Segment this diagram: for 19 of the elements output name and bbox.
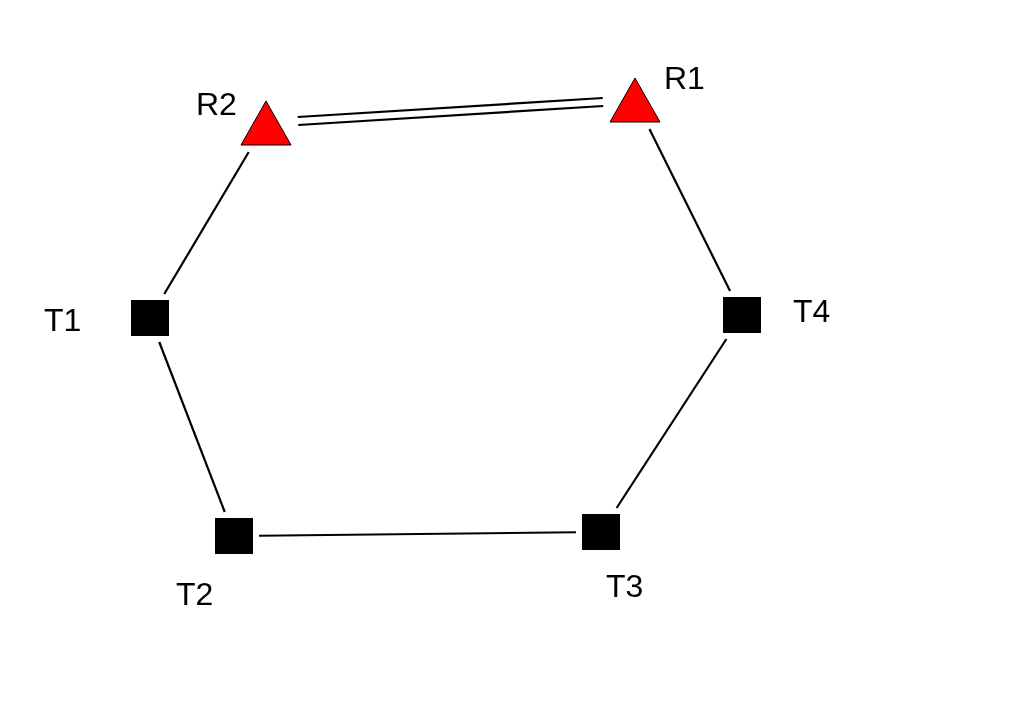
square-marker	[723, 297, 761, 333]
node-label: T4	[793, 295, 831, 327]
connector-line	[298, 104, 604, 127]
node-label: T1	[44, 304, 82, 336]
square-marker	[215, 518, 253, 554]
connector-line	[259, 531, 576, 537]
node-label: R2	[196, 88, 237, 120]
triangle-marker	[609, 77, 661, 123]
connector-line	[648, 128, 732, 292]
node-label: R1	[664, 62, 705, 94]
connector-line	[163, 151, 250, 295]
triangle-marker	[240, 100, 292, 146]
node-label: T3	[606, 570, 644, 602]
square-marker	[582, 514, 620, 550]
connector-line	[158, 341, 226, 513]
node-label: T2	[176, 578, 214, 610]
connector-line	[297, 96, 603, 119]
square-marker	[131, 300, 169, 336]
connector-line	[615, 338, 728, 509]
